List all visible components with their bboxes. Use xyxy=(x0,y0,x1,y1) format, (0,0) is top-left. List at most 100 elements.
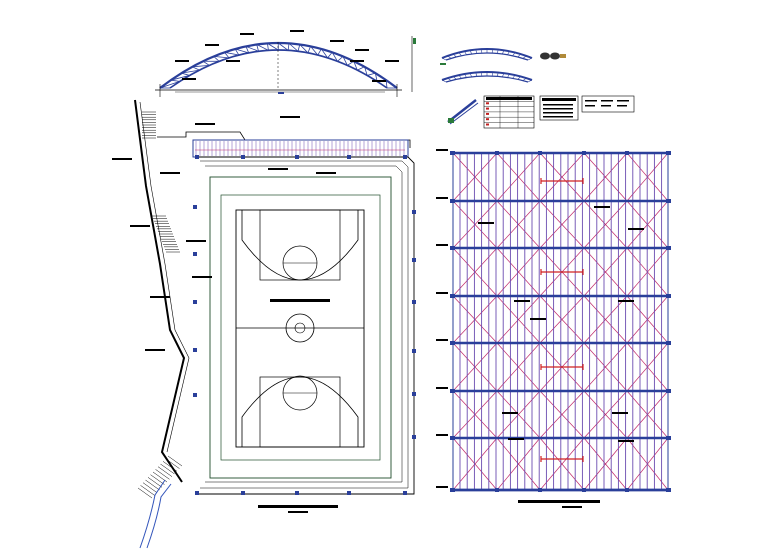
column-post xyxy=(403,491,407,495)
column-post xyxy=(412,210,416,214)
annotation-tag xyxy=(355,49,369,51)
column-post xyxy=(403,155,407,159)
arch-web-diagonal xyxy=(214,56,229,57)
annotation-tag xyxy=(514,300,530,302)
annotation-tag xyxy=(175,60,189,62)
column-post xyxy=(412,258,416,262)
column-post xyxy=(450,294,455,298)
column-post xyxy=(666,151,670,155)
annotation-tag xyxy=(436,339,448,341)
stair-tread xyxy=(156,469,170,479)
arch-web-member xyxy=(338,56,343,61)
column-post xyxy=(582,151,586,155)
annotation-tag xyxy=(112,158,132,160)
column-post xyxy=(295,491,299,495)
table-marker xyxy=(486,124,489,126)
column-post xyxy=(495,488,499,492)
annotation-tag xyxy=(508,438,524,440)
table-text-line xyxy=(617,100,629,102)
table-text-line xyxy=(585,100,597,102)
annotation-tag xyxy=(130,225,150,227)
table-header xyxy=(542,98,576,101)
column-post xyxy=(582,488,586,492)
arch-web-member xyxy=(181,73,189,75)
arch-web-member xyxy=(308,46,311,52)
annotation-tag xyxy=(436,434,448,436)
table-marker xyxy=(486,113,489,115)
table-text-line xyxy=(543,112,573,114)
annotation-tag xyxy=(436,244,448,246)
column-post xyxy=(450,389,455,393)
stair-tread xyxy=(141,485,155,495)
annotation-tag xyxy=(530,318,546,320)
detail-web-member xyxy=(442,58,446,60)
column-post xyxy=(666,341,671,345)
table-marker xyxy=(486,102,489,104)
column-post xyxy=(241,155,245,159)
arch-web-member xyxy=(357,67,364,70)
arch-web-member xyxy=(203,61,209,65)
annotation-tag xyxy=(330,40,344,42)
court-site-plan xyxy=(112,100,416,548)
column-post xyxy=(451,151,455,155)
stair-tread xyxy=(158,467,172,477)
note-tables xyxy=(484,96,634,128)
annotation-tag xyxy=(628,228,644,230)
annotation-tag xyxy=(205,44,219,46)
annotation-tag xyxy=(350,60,364,62)
column-post xyxy=(412,349,416,353)
detail-web-member xyxy=(528,58,532,60)
annotation-tag xyxy=(316,172,336,174)
column-post xyxy=(625,488,629,492)
column-post xyxy=(450,341,455,345)
arch-web-member xyxy=(192,67,199,70)
table-marker xyxy=(486,108,489,110)
table-text-line xyxy=(601,105,611,107)
annotation-tag xyxy=(192,276,212,278)
table-text-line xyxy=(585,105,595,107)
annotation-tag xyxy=(385,60,399,62)
arch-web-member xyxy=(318,49,322,55)
annotation-tag xyxy=(186,240,206,242)
annotation-tag xyxy=(195,123,215,125)
column-post xyxy=(450,199,455,203)
column-post xyxy=(195,155,199,159)
annotation-tag xyxy=(268,168,288,170)
table-text-line xyxy=(543,116,573,118)
arch-web-member xyxy=(171,80,180,81)
column-post xyxy=(666,294,671,298)
column-post xyxy=(666,199,671,203)
annotation-tag xyxy=(436,486,448,488)
annotation-tag xyxy=(145,349,165,351)
annotation-tag xyxy=(150,296,170,298)
column-post xyxy=(666,436,671,440)
table-header xyxy=(486,97,532,100)
column-post xyxy=(193,393,197,397)
arch-web-diagonal xyxy=(267,43,278,50)
column-post xyxy=(412,392,416,396)
table-text-line xyxy=(543,104,573,106)
annotation-tag xyxy=(160,172,180,174)
annotation-tag xyxy=(612,412,628,414)
table-marker xyxy=(486,118,489,120)
annotation-tag xyxy=(436,197,448,199)
column-post xyxy=(347,491,351,495)
stair-tread xyxy=(148,477,162,487)
table-text-line xyxy=(543,108,573,110)
arch-web-member xyxy=(298,44,300,51)
arch-truss-elevation xyxy=(155,30,416,97)
stair-tread xyxy=(138,488,152,498)
column-post xyxy=(666,389,671,393)
annotation-tag xyxy=(618,300,634,302)
annotation-tag xyxy=(436,387,448,389)
column-post xyxy=(450,436,455,440)
column-post xyxy=(625,151,629,155)
column-post xyxy=(412,300,416,304)
column-post xyxy=(495,151,499,155)
annotation-tag xyxy=(182,78,196,80)
column-post xyxy=(450,246,455,250)
annotation-tag xyxy=(436,292,448,294)
annotation-tag xyxy=(478,222,494,224)
